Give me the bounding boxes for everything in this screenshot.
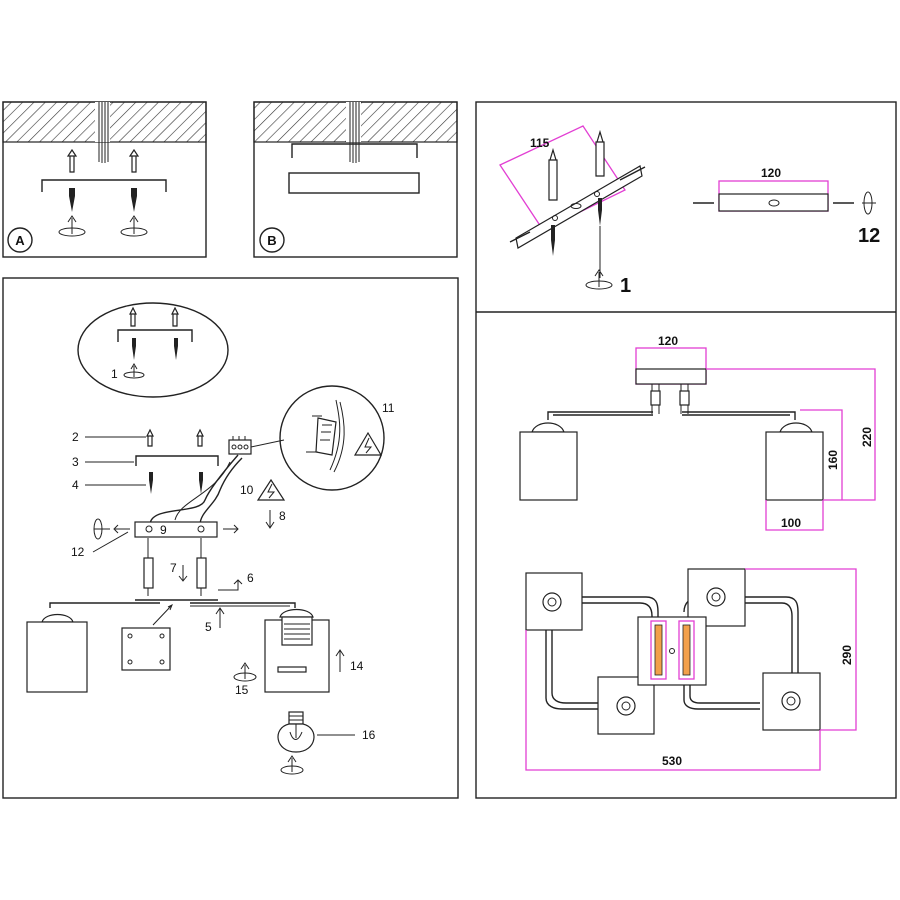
- label-2: 2: [72, 430, 79, 444]
- warning-icon: [353, 431, 383, 456]
- label-8: 8: [279, 509, 286, 523]
- wall-plug: [66, 148, 78, 173]
- lamp-shade-left: [26, 613, 88, 693]
- label-11: 11: [382, 401, 395, 415]
- screw-icon: [149, 472, 153, 494]
- panel-a-badge: [7, 227, 33, 253]
- canopy-plate: [134, 521, 218, 538]
- panel-b-letter: B: [267, 233, 276, 248]
- label-4: 4: [72, 478, 79, 492]
- label-10: 10: [240, 483, 254, 497]
- wall-plug: [595, 129, 605, 177]
- canopy-dimension-120: 120: [761, 166, 781, 180]
- mounting-bracket: [117, 329, 193, 342]
- wall-plug: [146, 428, 154, 447]
- top-depth-290: 290: [840, 645, 854, 665]
- wall-plug: [128, 148, 140, 173]
- panel-a-letter: A: [15, 233, 25, 248]
- screw-icon: [551, 225, 555, 256]
- screw-icon: [69, 188, 75, 212]
- rotate-icon: [123, 363, 145, 379]
- label-15: 15: [235, 683, 249, 697]
- label-3: 3: [72, 455, 79, 469]
- mounting-bracket: [291, 143, 418, 158]
- rotate-icon: [280, 755, 304, 775]
- canopy: [288, 172, 420, 194]
- mounting-bracket: [41, 179, 167, 192]
- screw-icon: [131, 188, 137, 212]
- bulb-socket: [281, 616, 313, 646]
- side-width-120: 120: [658, 334, 678, 348]
- cover-plate: [121, 603, 173, 671]
- lamp-shade-right: [264, 608, 330, 693]
- rotate-icon: [862, 191, 876, 215]
- side-height-160: 160: [826, 450, 840, 470]
- bracket-dimension-115: 115: [530, 136, 550, 150]
- threaded-rod: [143, 557, 154, 589]
- wiring-detail-circle: [279, 385, 385, 491]
- top-view: 290 530: [525, 568, 857, 771]
- dimension-box: [499, 125, 626, 231]
- wall-plug: [129, 306, 137, 327]
- ceiling-wires: [98, 102, 109, 163]
- top-width-530: 530: [662, 754, 682, 768]
- label-16: 16: [362, 728, 376, 742]
- threaded-rod: [196, 557, 207, 589]
- detail-ellipse: [77, 302, 229, 398]
- bulb-icon: [277, 711, 315, 753]
- wall-plug: [548, 147, 558, 201]
- panel-a: A: [2, 101, 207, 258]
- label-9: 9: [160, 523, 167, 537]
- screw-icon: [598, 198, 602, 226]
- screw-icon: [174, 338, 178, 360]
- label-1: 1: [111, 367, 118, 381]
- label-5: 5: [205, 620, 212, 634]
- right-panel: 115 1 120: [475, 101, 897, 799]
- detail-label-12: 12: [858, 225, 880, 247]
- wall-plug: [171, 306, 179, 327]
- screw-icon: [199, 472, 203, 494]
- detail-label-1: 1: [620, 275, 631, 297]
- screw-icon: [132, 338, 136, 360]
- terminal-block: [228, 436, 252, 455]
- label-14: 14: [350, 659, 364, 673]
- canopy-top-view: [637, 616, 707, 686]
- panel-b: B: [253, 101, 458, 258]
- panel-b-badge: [259, 227, 285, 253]
- angled-bracket-detail: 115 1: [499, 125, 646, 297]
- warning-icon: [256, 478, 286, 501]
- side-view: 120 220 160 100: [519, 334, 876, 531]
- side-height-220: 220: [860, 427, 874, 447]
- rotate-icon: [585, 269, 613, 290]
- canopy-bar-detail: 120 12: [693, 166, 880, 247]
- wall-plug: [196, 428, 204, 447]
- shade-right: [765, 431, 824, 501]
- rotate-icon: [58, 215, 86, 237]
- rotate-icon: [233, 662, 257, 682]
- ceiling-wires: [349, 102, 360, 163]
- rotate-icon: [120, 215, 148, 237]
- label-6: 6: [247, 571, 254, 585]
- assembly-panel: 1 2 3 4 11: [2, 277, 459, 799]
- label-12: 12: [71, 545, 85, 559]
- side-shade-width-100: 100: [781, 516, 801, 530]
- label-7: 7: [170, 561, 177, 575]
- shade-left: [519, 431, 578, 501]
- mounting-bracket: [135, 455, 219, 466]
- rotate-icon: [93, 518, 110, 540]
